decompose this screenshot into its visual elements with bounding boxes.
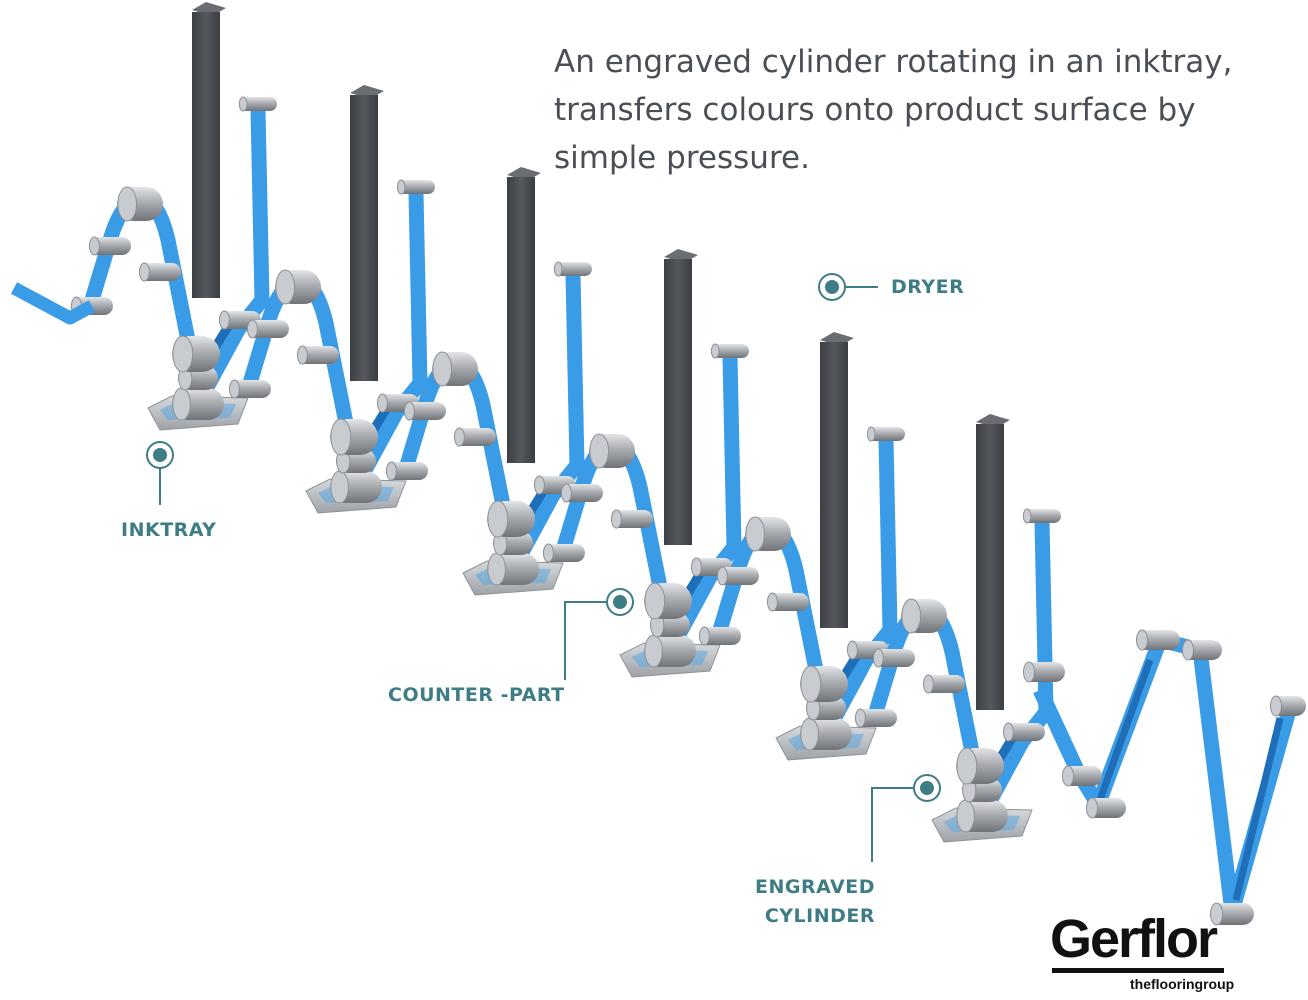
guide-roller bbox=[766, 592, 809, 612]
dryer-column bbox=[350, 95, 378, 381]
engraved-cylinder bbox=[172, 387, 224, 421]
exit-web-shadow bbox=[1096, 658, 1154, 802]
callout-marker-icon bbox=[818, 273, 846, 301]
logo-wordmark: Gerflor bbox=[1050, 909, 1218, 969]
counter-part-roller bbox=[172, 335, 220, 373]
exit-roller bbox=[1210, 902, 1254, 926]
top-guide-roller bbox=[1022, 508, 1061, 524]
counter-part-roller bbox=[956, 747, 1004, 785]
printing-station bbox=[542, 249, 749, 678]
callout-lines bbox=[159, 286, 913, 862]
entry-web-strip bbox=[10, 282, 96, 325]
guide-roller bbox=[872, 648, 915, 668]
gerflor-logo: Gerflor theflooringroup bbox=[1050, 910, 1270, 995]
upper-roller bbox=[432, 351, 478, 387]
top-guide-roller bbox=[553, 261, 592, 277]
upper-roller bbox=[275, 269, 321, 305]
printing-station bbox=[385, 167, 592, 596]
dryer-column bbox=[664, 259, 692, 545]
engraved-cylinder-label-line: ENGRAVED bbox=[755, 876, 875, 898]
guide-roller bbox=[610, 509, 653, 529]
exit-roller bbox=[1270, 695, 1306, 717]
guide-roller bbox=[228, 379, 271, 399]
transfer-roller bbox=[493, 530, 533, 556]
counter-part-roller bbox=[800, 665, 848, 703]
guide-roller bbox=[296, 345, 339, 365]
counter-part-label: COUNTER -PART bbox=[388, 684, 565, 706]
engraved-cylinder-label-line: CYLINDER bbox=[764, 905, 875, 927]
callout-marker-icon bbox=[913, 774, 941, 802]
printing-station bbox=[228, 85, 435, 514]
guide-roller bbox=[922, 674, 965, 694]
guide-roller bbox=[385, 461, 428, 481]
top-guide-roller bbox=[866, 426, 905, 442]
upper-roller bbox=[745, 516, 791, 552]
exit-roller bbox=[1182, 639, 1222, 661]
logo-tagline: theflooringroup bbox=[1130, 976, 1235, 992]
exit-roller bbox=[1023, 661, 1065, 683]
top-guide-roller bbox=[710, 343, 749, 359]
guide-roller bbox=[453, 427, 496, 447]
caption-line: transfers colours onto product surface b… bbox=[554, 92, 1196, 128]
top-guide-roller bbox=[396, 179, 435, 195]
guide-roller bbox=[138, 262, 181, 282]
dryer-column bbox=[976, 424, 1004, 710]
engraved-cylinder bbox=[800, 717, 852, 751]
callout-marker-icon bbox=[606, 588, 634, 616]
printing-station bbox=[70, 2, 277, 431]
exit-roller bbox=[1062, 765, 1102, 787]
guide-roller bbox=[88, 236, 131, 256]
printing-station bbox=[854, 414, 1061, 843]
process-description: An engraved cylinder rotating in an inkt… bbox=[554, 38, 1294, 182]
guide-roller bbox=[560, 483, 603, 503]
guide-roller bbox=[403, 401, 446, 421]
upper-roller bbox=[117, 186, 163, 222]
engraved-cylinder bbox=[956, 799, 1008, 833]
callout-marker-icon bbox=[146, 441, 174, 469]
counter-part-roller bbox=[330, 418, 378, 456]
printing-station bbox=[698, 332, 905, 761]
exit-roller bbox=[1136, 629, 1180, 651]
engraved-cylinder-label: ENGRAVED CYLINDER bbox=[754, 873, 875, 931]
dryer-label: DRYER bbox=[891, 276, 965, 298]
printing-stations bbox=[70, 2, 1061, 843]
guide-roller bbox=[698, 626, 741, 646]
guide-roller bbox=[1002, 722, 1045, 742]
upper-roller bbox=[589, 433, 635, 469]
engraved-cylinder bbox=[644, 634, 696, 668]
guide-roller bbox=[854, 708, 897, 728]
logo-underline bbox=[1052, 968, 1224, 973]
guide-roller bbox=[542, 543, 585, 563]
caption-line: An engraved cylinder rotating in an inkt… bbox=[554, 44, 1233, 80]
engraved-cylinder bbox=[330, 470, 382, 504]
engraved-cylinder bbox=[487, 552, 539, 586]
inktray-label: INKTRAY bbox=[121, 519, 217, 541]
upper-roller bbox=[901, 598, 947, 634]
dryer-column bbox=[192, 12, 220, 298]
counter-part-roller bbox=[644, 582, 692, 620]
dryer-column bbox=[820, 342, 848, 628]
exit-web-path bbox=[10, 282, 1306, 926]
caption-line: simple pressure. bbox=[554, 140, 810, 176]
exit-web-shadow bbox=[1232, 717, 1284, 901]
top-guide-roller bbox=[238, 96, 277, 112]
counter-part-roller bbox=[487, 500, 535, 538]
exit-roller bbox=[1086, 797, 1126, 819]
guide-roller bbox=[716, 566, 759, 586]
dryer-column bbox=[507, 177, 535, 463]
guide-roller bbox=[246, 319, 289, 339]
